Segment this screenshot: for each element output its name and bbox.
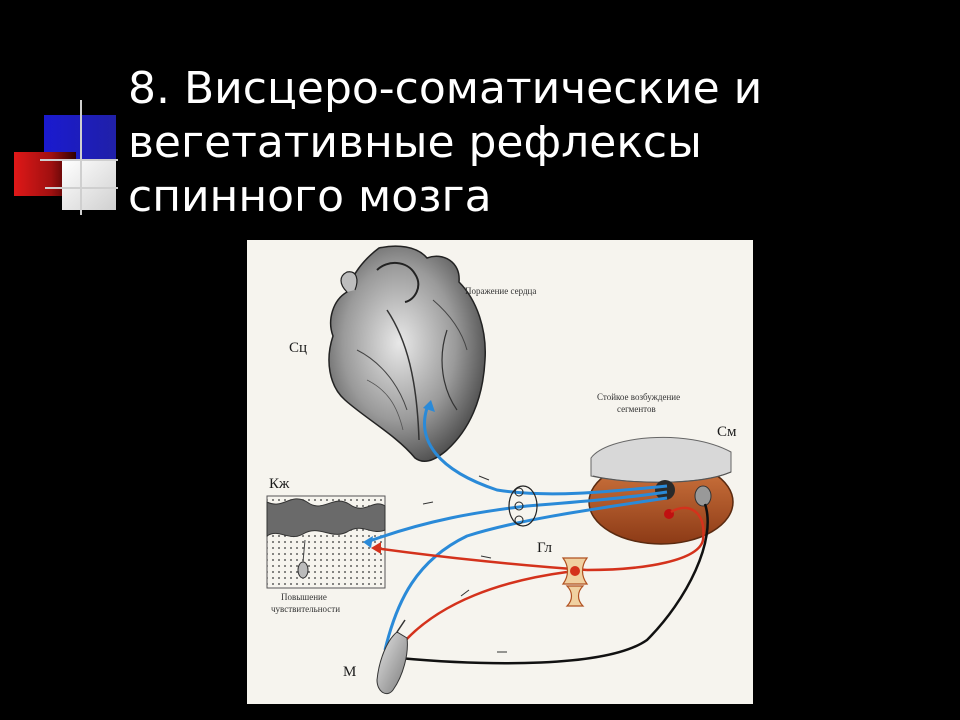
segments-caption-line2: сегментов: [617, 404, 656, 414]
heart-receptor-arrow: [423, 400, 435, 412]
afferent-fibers: [366, 407, 668, 651]
skin-effector-arrow: [371, 542, 381, 554]
heart-label: Сц: [289, 340, 307, 356]
skin-caption-line2: чувствительности: [271, 604, 340, 614]
skin-receptor-arrow: [363, 536, 373, 548]
vegetative-ganglion: [561, 557, 589, 607]
muscle-label: М: [343, 664, 356, 680]
heart-caption: Поражение сердца: [465, 286, 536, 296]
skin-label: Кж: [269, 476, 290, 492]
heart-illustration: [328, 245, 486, 463]
efferent-vegetative-fibers: [374, 506, 705, 651]
reflex-diagram: Сц Поражение сердца Стойкое возбуждение …: [247, 240, 753, 704]
reflex-diagram-svg: Сц Поражение сердца Стойкое возбуждение …: [266, 245, 737, 695]
direction-arrows: [422, 475, 507, 653]
ganglion-label: Гл: [537, 540, 553, 556]
segments-caption-line1: Стойкое возбуждение: [597, 392, 680, 402]
spinal-ganglion: [508, 485, 538, 527]
efferent-somatic-fibers: [398, 503, 709, 665]
muscle-illustration: [376, 619, 408, 695]
slide-title: 8. Висцеро-соматические и вегетативные р…: [128, 63, 763, 222]
skin-section: [266, 495, 386, 589]
spinal-cord-label: См: [717, 424, 737, 440]
skin-caption-line1: Повышение: [281, 592, 327, 602]
spinal-cord-segment: Стойкое возбуждение сегментов: [588, 392, 734, 545]
decorative-squares: [14, 100, 118, 215]
